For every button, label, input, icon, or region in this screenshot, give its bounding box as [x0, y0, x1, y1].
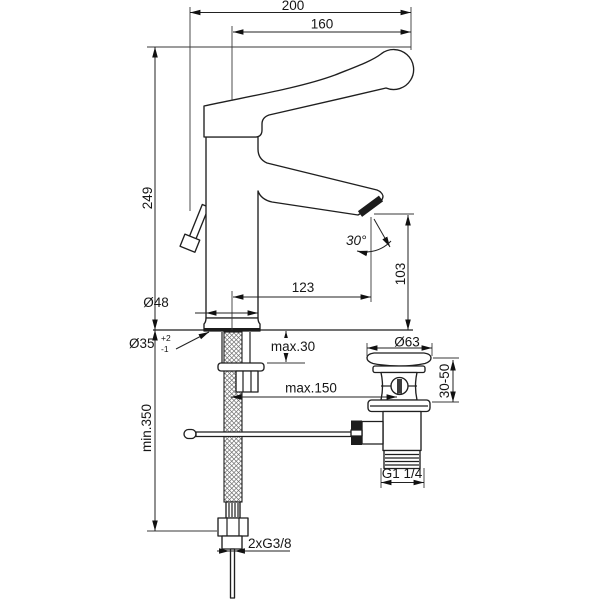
dim-supply-thread: 2xG3/8 [248, 536, 292, 551]
dim-spout-reach: 123 [292, 280, 315, 295]
below-deck-parts [183, 331, 353, 599]
dim-spout-height: 103 [393, 263, 408, 286]
aerator-outlet [357, 195, 384, 217]
hole-tolerance-upper: +2 [161, 333, 171, 343]
dim-deck-thickness: max.30 [271, 339, 315, 354]
extension-lines [147, 7, 459, 532]
waste-top-flange [366, 352, 432, 367]
pop-up-rod-knob [183, 428, 197, 440]
fixing-nut [235, 370, 259, 393]
clinical-lever-handle [203, 48, 415, 138]
dim-hole-diameter: Ø35+2-1 [129, 333, 171, 354]
hole-tolerance-lower: -1 [161, 344, 169, 354]
braided-supply-hose [223, 331, 243, 503]
dim-waste-flange-diameter: Ø63 [394, 335, 420, 350]
dim-waste-thread: G1 1/4 [382, 466, 423, 481]
hose-connector [221, 535, 243, 550]
waste-body [382, 410, 422, 452]
supply-tail-pipe [229, 548, 236, 599]
dim-min-clearance: min.350 [139, 404, 154, 452]
fixing-bracket [217, 362, 265, 372]
dim-lever-reach: 160 [311, 17, 334, 32]
screw-slot [397, 379, 402, 394]
lever-lower-stub [179, 203, 210, 253]
dim-body-height: 249 [140, 187, 155, 210]
pop-up-rod [195, 431, 353, 438]
side-port-cap-top [351, 420, 362, 430]
pop-up-waste [350, 352, 432, 470]
dim-spout-angle: 30° [346, 233, 367, 248]
side-port-ring [350, 429, 363, 437]
dim-rod-distance: max.150 [285, 381, 337, 396]
dim-total-width: 200 [282, 0, 305, 13]
faucet-body-and-spout [205, 136, 384, 319]
dimensions: 200 160 249 min.350 103 123 Ø48 Ø35+2-1 … [129, 0, 456, 554]
waste-upper-plate [372, 365, 426, 374]
hose-hex-nut [217, 517, 249, 537]
dim-waste-clamp-range: 30-50 [437, 364, 452, 399]
side-port-cap-bottom [351, 436, 362, 445]
waste-side-port [361, 420, 384, 445]
dim-body-diameter: Ø48 [143, 295, 169, 310]
